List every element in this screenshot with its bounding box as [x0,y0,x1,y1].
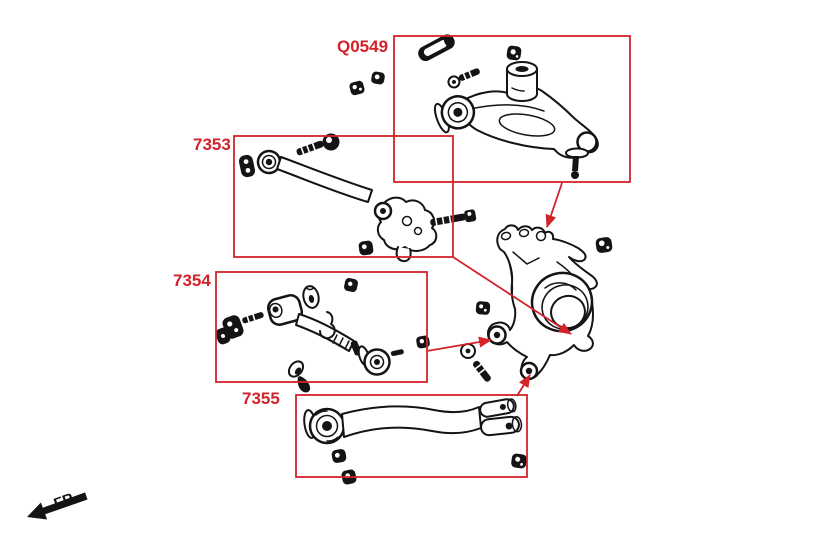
flange-hole [500,231,512,241]
toe-link-drawing [215,278,430,393]
part-label-7355: 7355 [242,389,280,408]
bushing-icon [433,95,476,134]
control-arm-crease [469,103,545,112]
lateral-rod-drawing [238,133,477,263]
nut-icon [475,301,491,315]
bushing-icon [266,294,304,326]
part-label-7353: 7353 [193,135,231,154]
bolt-icon [460,343,491,382]
callout-layer: Q0549 7353 7354 7355 [173,35,631,478]
knuckle-crease [508,261,514,297]
ball-joint-icon [565,131,598,179]
nut-icon [506,45,522,61]
bolt-head-icon [322,133,340,151]
knuckle-crease [512,251,540,265]
bushing-icon [506,61,538,102]
flange-hole [535,230,547,242]
stud-icon [242,312,264,324]
nut-icon [511,453,527,469]
nut-icon [331,449,347,463]
bolt-icon [418,34,455,62]
bolt-icon [430,209,477,226]
fr-arrow-icon [27,492,88,520]
lower-bushing-eye [487,325,507,345]
part-label-7354: 7354 [173,271,211,290]
stud-below-icon [287,360,311,393]
arm-tube [341,405,482,438]
upper-control-arm-drawing [349,34,599,179]
part-label-q0549: Q0549 [337,37,388,56]
leader-arrow-q0549 [545,182,563,228]
nut-icon [358,240,374,256]
control-arm-lightening-hole [498,113,556,137]
flange-hole [518,228,530,238]
line-art-layer: FR. [27,34,613,520]
fr-label: FR. [52,489,81,513]
callout-box-7355 [295,394,528,478]
adjuster-hex-icon [215,327,231,345]
washer-icon [238,154,256,178]
leader-arrow-7353 [452,256,572,335]
rod-shaft [276,156,373,203]
bushing-icon [308,407,346,445]
fr-direction-indicator: FR. [27,489,88,520]
bolt-icon [296,140,324,156]
thread-ticks [332,334,350,350]
arm-bracket [479,398,523,437]
bushing-icon [357,345,391,376]
knuckle-drawing [460,224,613,382]
callout-box-q0549 [393,35,631,183]
washer-icon [302,285,320,309]
clevis-end [373,196,438,263]
callout-box-7353 [233,135,454,258]
leader-arrow-7355 [516,374,531,397]
clip-icon [319,311,336,340]
bolt-icon [447,68,480,89]
callout-box-7354 [215,271,428,383]
nut-icon [416,335,430,349]
nut-icon [349,80,365,96]
trailing-arm-drawing [303,398,527,485]
leader-arrow-7354 [426,336,492,352]
nut-icon [595,237,613,253]
nut-icon [344,278,358,292]
link-shaft [295,313,355,352]
stud-icon [390,349,404,357]
nut-icon [371,71,385,85]
